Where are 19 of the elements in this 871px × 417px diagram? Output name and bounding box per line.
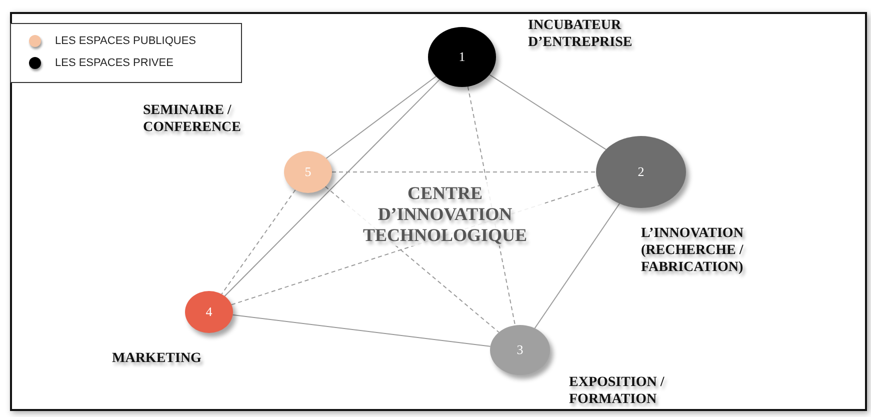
circle-node: 3 [490,325,550,375]
circle-node: 1 [428,27,496,87]
connector [224,79,440,297]
node-caption: EXPOSITION / FORMATION [569,374,666,408]
center-title: CENTRE D’INNOVATION TECHNOLOGIQUE [345,183,545,246]
circle-node: 4 [185,291,233,333]
connector [534,203,620,329]
node-caption: INCUBATEUR D’ENTREPRISE [528,17,634,51]
connector [232,314,491,347]
node-caption: MARKETING [112,350,202,367]
circle-node: 5 [284,151,332,193]
legend-text: LES ESPACES PUBLIQUES [55,35,196,47]
node-caption: L’INNOVATION (RECHERCHE / FABRICATION) [641,225,744,276]
connector [488,74,606,150]
legend-text: LES ESPACES PRIVEE [55,57,174,69]
node-caption: SEMINAIRE / CONFERENCE [143,102,242,136]
connector [326,76,437,159]
circle-node: 2 [596,136,686,208]
dashed-connector [221,189,296,295]
